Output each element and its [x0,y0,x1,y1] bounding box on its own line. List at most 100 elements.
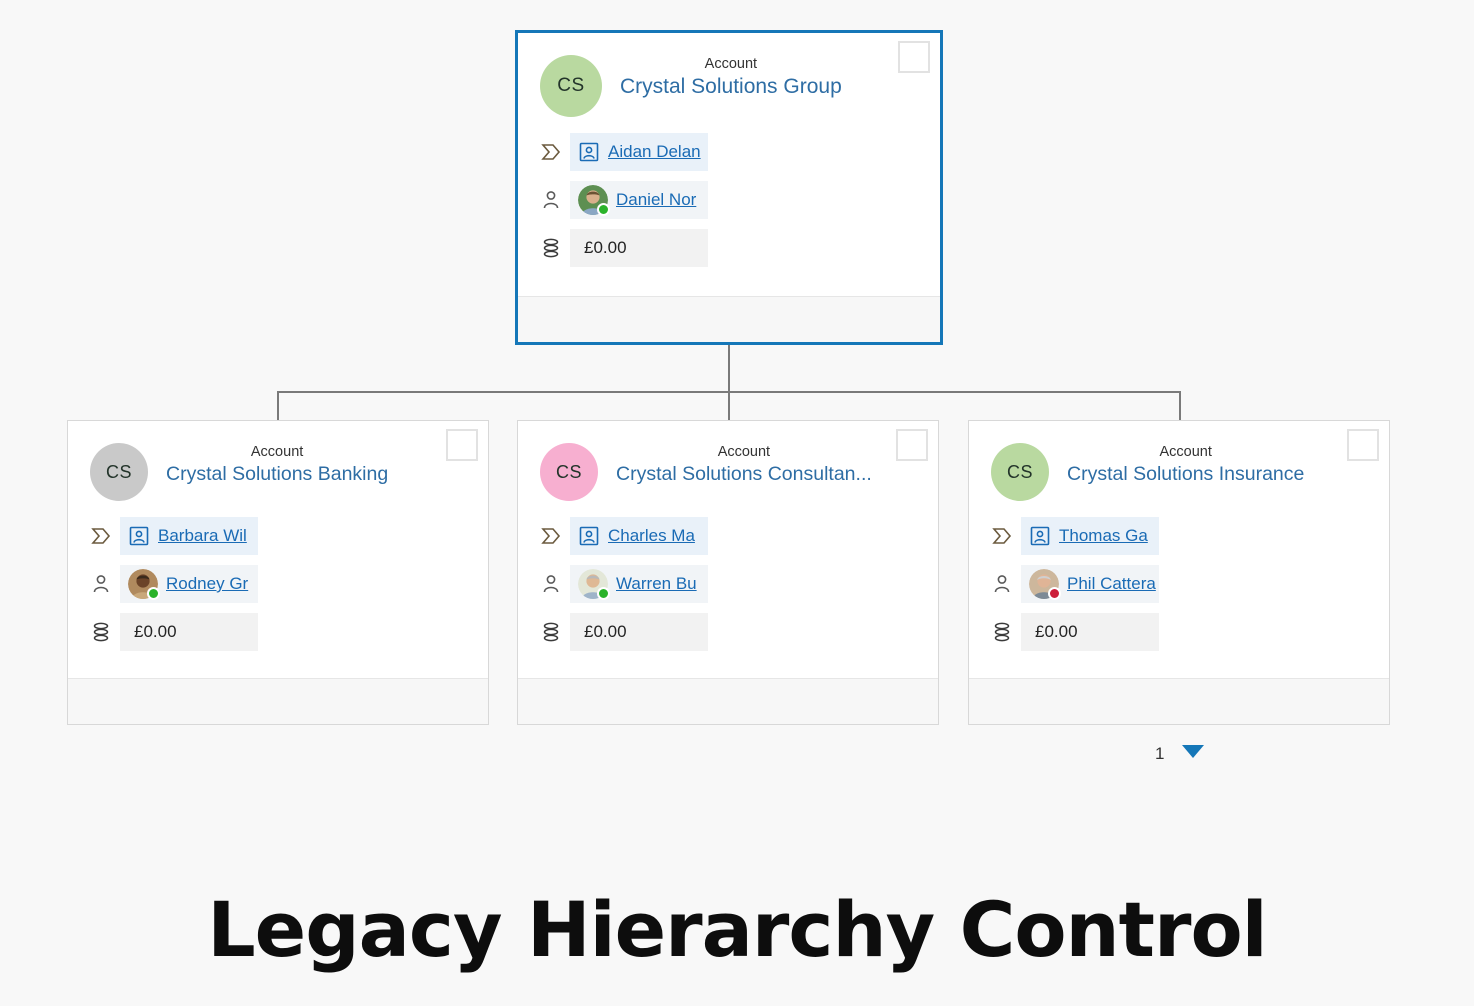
card-footer [518,296,940,342]
entity-type-label: Account [717,444,771,460]
card-body: CS Account Crystal Solutions Consultan..… [518,421,938,678]
presence-badge [147,587,160,600]
coins-stack-icon [540,237,570,259]
hierarchy-card-child-2[interactable]: CS Account Crystal Solutions Consultan..… [517,420,939,725]
contact-card-icon [128,525,150,547]
person-outline-icon [540,573,570,595]
attribute-row: Charles Ma [540,517,938,555]
ribbon-icon [991,525,1021,547]
connector-drop-1 [277,391,279,421]
avatar-initials: CS [555,461,582,482]
card-header: CS Account Crystal Solutions Insurance [969,421,1389,501]
presence-badge [597,203,610,216]
attribute-rows: Thomas Ga [969,517,1389,651]
person-outline-icon [991,573,1021,595]
entity-type-label: Account [250,444,304,460]
connector-drop-3 [1179,391,1181,421]
attribute-row: £0.00 [991,613,1389,651]
primary-contact-field[interactable]: Barbara Wil [120,517,258,555]
primary-contact-field[interactable]: Aidan Delan [570,133,708,171]
account-avatar: CS [540,55,602,117]
card-title-block: Account Crystal Solutions Group [620,55,842,101]
contact-card-icon [578,525,600,547]
pager: 1 [1155,742,1206,765]
primary-contact-link[interactable]: Charles Ma [608,526,695,545]
owner-link[interactable]: Warren Bu [616,574,697,593]
contact-card-icon [578,141,600,163]
avatar [128,569,160,600]
hierarchy-card-child-1[interactable]: CS Account Crystal Solutions Banking [67,420,489,725]
attribute-row: Thomas Ga [991,517,1389,555]
primary-contact-field[interactable]: Charles Ma [570,517,708,555]
hierarchy-card-root[interactable]: CS Account Crystal Solutions Group [515,30,943,345]
expand-checkbox[interactable] [898,41,930,73]
owner-link[interactable]: Rodney Gr [166,574,249,593]
account-name-link[interactable]: Crystal Solutions Insurance [1067,462,1305,485]
owner-field[interactable]: Daniel Nor [570,181,708,219]
card-body: CS Account Crystal Solutions Banking [68,421,488,678]
hierarchy-card-child-3[interactable]: CS Account Crystal Solutions Insurance [968,420,1390,725]
person-outline-icon [540,189,570,211]
card-header: CS Account Crystal Solutions Banking [68,421,488,501]
owner-link[interactable]: Phil Cattera [1067,574,1156,593]
connector-drop-2 [728,391,730,421]
annual-revenue-value: £0.00 [134,622,177,641]
ribbon-icon [90,525,120,547]
annual-revenue-field: £0.00 [570,613,708,651]
contact-card-icon [1029,525,1051,547]
avatar-initials: CS [105,461,132,482]
attribute-rows: Charles Ma [518,517,938,651]
avatar [578,569,610,600]
presence-badge [1048,587,1061,600]
card-title-block: Account Crystal Solutions Insurance [1067,443,1304,487]
person-outline-icon [90,573,120,595]
page-number: 1 [1155,743,1165,763]
account-name-link[interactable]: Crystal Solutions Banking [166,462,389,485]
connector-root-stem [728,343,730,393]
annual-revenue-value: £0.00 [584,622,627,641]
attribute-row: Phil Cattera [991,565,1389,603]
account-name-link[interactable]: Crystal Solutions Group [620,74,842,98]
primary-contact-link[interactable]: Aidan Delan [608,142,701,161]
card-title-block: Account Crystal Solutions Banking [166,443,388,487]
attribute-row: £0.00 [90,613,488,651]
annual-revenue-field: £0.00 [120,613,258,651]
owner-field[interactable]: Phil Cattera [1021,565,1159,603]
account-avatar: CS [540,443,598,501]
coins-stack-icon [991,621,1021,643]
card-body: CS Account Crystal Solutions Insurance [969,421,1389,678]
coins-stack-icon [90,621,120,643]
attribute-row: Warren Bu [540,565,938,603]
attribute-rows: Barbara Wil [68,517,488,651]
attribute-row: Aidan Delan [540,133,940,171]
primary-contact-link[interactable]: Barbara Wil [158,526,247,545]
attribute-row: Barbara Wil [90,517,488,555]
page-title: Legacy Hierarchy Control [207,885,1267,974]
avatar-initials: CS [557,75,585,96]
account-name-link[interactable]: Crystal Solutions Consultan... [616,462,872,485]
ribbon-icon [540,525,570,547]
avatar-initials: CS [1006,461,1033,482]
primary-contact-link[interactable]: Thomas Ga [1059,526,1148,545]
expand-checkbox[interactable] [1347,429,1379,461]
card-body: CS Account Crystal Solutions Group [518,33,940,296]
expand-checkbox[interactable] [446,429,478,461]
annual-revenue-value: £0.00 [1035,622,1078,641]
attribute-rows: Aidan Delan [518,133,940,267]
expand-checkbox[interactable] [896,429,928,461]
card-footer [68,678,488,724]
presence-badge [597,587,610,600]
attribute-row: Daniel Nor [540,181,940,219]
avatar [1029,569,1061,600]
owner-field[interactable]: Rodney Gr [120,565,258,603]
owner-field[interactable]: Warren Bu [570,565,708,603]
primary-contact-field[interactable]: Thomas Ga [1021,517,1159,555]
owner-link[interactable]: Daniel Nor [616,190,697,209]
card-footer [518,678,938,724]
annual-revenue-value: £0.00 [584,238,627,257]
chevron-down-icon[interactable] [1180,742,1206,765]
coins-stack-icon [540,621,570,643]
annual-revenue-field: £0.00 [1021,613,1159,651]
entity-type-label: Account [1159,444,1212,460]
